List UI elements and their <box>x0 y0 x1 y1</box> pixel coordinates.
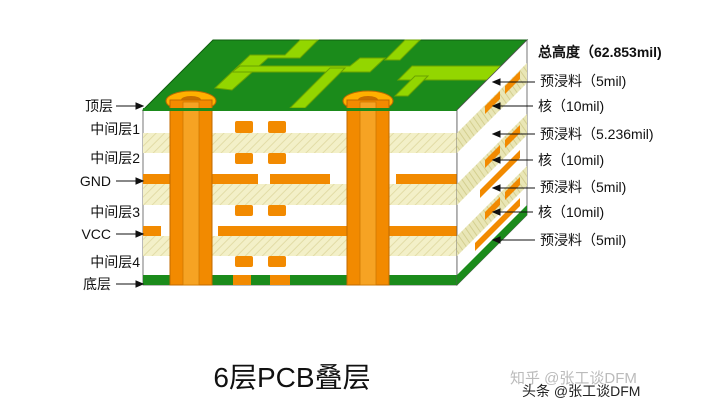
side-copper <box>505 125 520 148</box>
side-copper <box>485 197 500 220</box>
right-label: 预浸料（5mil) <box>540 73 626 89</box>
board-top-face <box>141 39 529 112</box>
inner-pad <box>268 256 286 267</box>
left-label: GND <box>80 173 111 189</box>
right-label: 预浸料（5mil) <box>540 232 626 248</box>
arrow-head <box>135 280 145 288</box>
inner-pad <box>235 205 253 216</box>
top-trace <box>230 57 387 73</box>
copper-vcc <box>218 226 457 236</box>
left-label: 底层 <box>83 276 111 292</box>
board-front-face <box>142 99 458 286</box>
right-label: 预浸料（5.236mil) <box>540 126 654 142</box>
right-label: 核（10mil) <box>538 152 604 168</box>
copper-gnd <box>270 174 330 184</box>
left-label: VCC <box>81 226 111 242</box>
copper-vcc <box>143 226 161 236</box>
right-label: 预浸料（5mil) <box>540 179 626 195</box>
copper-bottom <box>270 275 290 285</box>
inner-pad <box>235 121 253 133</box>
side-copper <box>480 150 520 198</box>
inner-pad <box>268 205 286 216</box>
copper-bottom <box>143 275 457 285</box>
arrow-head <box>491 130 501 138</box>
left-label: 中间层4 <box>90 254 140 270</box>
inner-pad <box>268 153 286 164</box>
watermark-faint: 知乎 @张工谈DFM <box>510 370 637 387</box>
top-trace <box>393 75 430 97</box>
arrow-head <box>135 102 145 110</box>
copper-top <box>143 108 457 111</box>
side-bottom <box>457 205 527 285</box>
side-copper <box>485 91 500 114</box>
right-labels: 总高度（62.853mil) 预浸料（5mil) 核（10mil) 预浸料（5.… <box>491 44 662 248</box>
side-copper <box>475 198 520 251</box>
left-label: 顶层 <box>85 98 113 114</box>
copper-gnd <box>396 174 457 184</box>
inner-pad <box>235 153 253 164</box>
left-labels: 顶层 中间层1 中间层2 GND 中间层3 VCC 中间层4 底层 <box>80 98 145 292</box>
via-core <box>182 101 200 286</box>
inner-pad <box>268 121 286 133</box>
right-label: 核（10mil) <box>538 204 604 220</box>
arrow-head <box>135 230 145 238</box>
copper-bottom <box>233 275 251 285</box>
arrow-head <box>491 208 501 216</box>
arrow-head <box>491 78 501 86</box>
arrow-head <box>491 184 501 192</box>
left-label: 中间层2 <box>90 150 140 166</box>
via-core <box>359 101 377 286</box>
arrow-head <box>491 236 501 244</box>
diagram-title: 6层PCB叠层 <box>213 362 370 393</box>
arrow-head <box>135 177 145 185</box>
left-label: 中间层3 <box>90 204 140 220</box>
arrow-head <box>491 156 501 164</box>
inner-pad <box>235 256 253 267</box>
total-height-label: 总高度（62.853mil) <box>538 44 662 60</box>
watermark-source: 头条 @张工谈DFM <box>522 383 640 399</box>
arrow-head <box>491 102 501 110</box>
right-label: 核（10mil) <box>538 98 604 114</box>
top-trace <box>213 39 320 91</box>
left-label: 中间层1 <box>90 121 140 137</box>
top-trace <box>383 39 422 61</box>
side-copper <box>485 145 500 168</box>
